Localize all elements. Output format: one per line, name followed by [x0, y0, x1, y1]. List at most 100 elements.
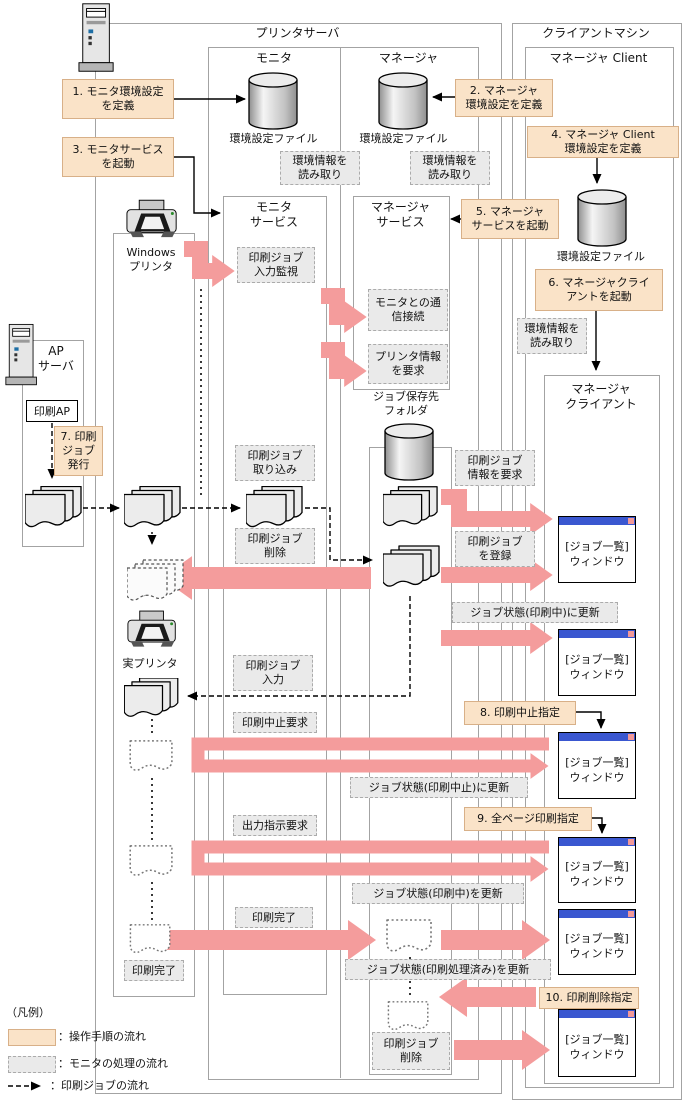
doc-dotted-canceled: [129, 740, 173, 771]
window-close-icon: [628, 1011, 634, 1017]
proc-status-canceled: ジョブ状態(印刷中止)に更新: [350, 777, 528, 798]
arrow-step9-to-window: [592, 817, 607, 834]
proc-connect-monitor: モニタとの通 信接続: [368, 289, 448, 331]
doc-dotted-delete: [387, 1000, 429, 1031]
ap-server-tower-icon: [5, 323, 37, 386]
doc-stack-queue: [124, 486, 181, 528]
pink-arrow-watch-input: [184, 241, 235, 287]
printer-server-title: プリンタサーバ: [255, 26, 340, 40]
window-close-icon: [628, 518, 634, 524]
legend-step-swatch: [8, 1029, 56, 1046]
job-flow-monitor-to-folder: [305, 507, 373, 565]
window-label: [ジョブ一覧] ウィンドウ: [565, 652, 629, 681]
windows-printer-icon: [126, 199, 177, 238]
proc-request-job-info: 印刷ジョブ 情報を要求: [455, 450, 535, 486]
client-machine-title: クライアントマシン: [542, 26, 650, 40]
window-label: [ジョブ一覧] ウィンドウ: [565, 539, 629, 568]
doc-stack-ap: [25, 486, 82, 528]
manager-client-title: マネージャ Client: [549, 51, 648, 65]
client-config-label: 環境設定ファイル: [557, 250, 645, 263]
windows-printer-label: Windows プリンタ: [126, 246, 176, 273]
legend-monitor-swatch: [8, 1056, 56, 1073]
proc-cancel-request: 印刷中止要求: [233, 712, 317, 733]
printer-queue-box: [113, 233, 195, 997]
proc-print-done-left: 印刷完了: [124, 960, 184, 981]
pink-arrow-job-info: [441, 489, 553, 535]
proc-read-env-client: 環境情報を 読み取り: [517, 318, 587, 354]
print-ap-box: 印刷AP: [26, 400, 78, 422]
doc-stack-folder-2: [383, 545, 440, 587]
proc-register-job: 印刷ジョブ を登録: [455, 531, 535, 567]
pink-arrow-request-printer-info: [321, 342, 367, 387]
window-titlebar: [559, 733, 635, 741]
job-list-window-6: [ジョブ一覧] ウィンドウ: [558, 1009, 636, 1077]
doc-stack-real-printer: [124, 678, 179, 717]
manager-client-app-box: [544, 375, 660, 1084]
manager-client-app-title: マネージャ クライアント: [565, 382, 637, 411]
step-7: 7. 印刷 ジョブ 発行: [54, 426, 103, 476]
manager-service-title: マネージャ サービス: [370, 200, 431, 229]
step-5: 5. マネージャ サービスを起動: [461, 199, 559, 239]
step-4: 4. マネージャ Client 環境設定を定義: [527, 126, 679, 158]
doc-dotted-processed: [386, 919, 432, 952]
proc-status-processed: ジョブ状態(印刷処理済み)を更新: [345, 959, 551, 980]
real-printer-label: 実プリンタ: [122, 657, 178, 670]
proc-job-delete: 印刷ジョブ 削除: [235, 528, 315, 564]
window-close-icon: [628, 734, 634, 740]
proc-output-request: 出力指示要求: [233, 815, 317, 836]
proc-read-env-manager: 環境情報を 読み取り: [410, 151, 490, 185]
window-label: [ジョブ一覧] ウィンドウ: [565, 932, 629, 960]
arrow-step3-to-monitor-service: [173, 156, 221, 218]
pink-arrow-cancel-roundtrip: [191, 737, 549, 779]
manager-config-label: 環境設定ファイル: [359, 132, 448, 145]
manager-title: マネージャ: [378, 51, 439, 65]
client-config-db-icon: [577, 189, 627, 247]
pink-arrow-output-roundtrip: [191, 840, 549, 882]
server-tower-icon: [78, 3, 114, 72]
step-8: 8. 印刷中止指定: [464, 701, 576, 725]
job-list-window-4: [ジョブ一覧] ウィンドウ: [558, 837, 636, 903]
job-list-window-3: [ジョブ一覧] ウィンドウ: [558, 732, 636, 799]
monitor-manager-divider: [340, 47, 341, 1078]
doc-stack-monitor: [246, 486, 303, 528]
window-titlebar: [559, 910, 635, 918]
real-printer-icon: [127, 610, 176, 648]
proc-watch-input: 印刷ジョブ 入力監視: [237, 247, 315, 283]
legend-op-flow-label: ：操作手順の流れ: [58, 1030, 146, 1043]
window-label: [ジョブ一覧] ウィンドウ: [565, 860, 629, 888]
monitor-title: モニタ: [255, 51, 292, 65]
window-titlebar: [559, 1010, 635, 1018]
monitor-config-label: 環境設定ファイル: [229, 132, 318, 145]
step-3: 3. モニタサービス を起動: [62, 137, 174, 177]
arrow-step8-to-window: [576, 711, 606, 729]
manager-config-db-icon: [378, 72, 428, 130]
proc-status-printing-wo: ジョブ状態(印刷中)を更新: [352, 883, 524, 904]
pink-arrow-connect-monitor: [321, 288, 367, 333]
proc-job-delete-bottom: 印刷ジョブ 削除: [372, 1032, 450, 1070]
doc-stack-folder-1: [383, 486, 438, 527]
step-2: 2. マネージャ 環境設定を定義: [455, 79, 553, 117]
job-list-window-5: [ジョブ一覧] ウィンドウ: [558, 909, 636, 975]
legend-title: （凡例）: [6, 1006, 50, 1019]
monitor-service-box: [223, 196, 327, 995]
window-close-icon: [628, 911, 634, 917]
doc-dotted-output: [129, 845, 173, 876]
window-label: [ジョブ一覧] ウィンドウ: [565, 1033, 629, 1061]
proc-read-env-monitor: 環境情報を 読み取り: [280, 151, 360, 185]
proc-status-printing-in: ジョブ状態(印刷中)に更新: [452, 602, 618, 623]
ap-server-title: AP サーバ: [38, 344, 74, 373]
proc-job-input: 印刷ジョブ 入力: [233, 655, 313, 691]
proc-job-capture: 印刷ジョブ 取り込み: [235, 445, 315, 481]
proc-request-printer-info: プリンタ情報 を要求: [368, 344, 448, 384]
legend-job-flow-label: ：印刷ジョブの流れ: [50, 1079, 149, 1092]
job-flow-folder-to-real-printer: [187, 596, 411, 701]
job-folder-label: ジョブ保存先 フォルダ: [373, 390, 439, 417]
window-close-icon: [628, 631, 634, 637]
window-close-icon: [628, 839, 634, 845]
job-list-window-1: [ジョブ一覧] ウィンドウ: [558, 516, 636, 583]
manager-service-box: [353, 196, 450, 390]
step-10: 10. 印刷削除指定: [539, 987, 639, 1009]
monitor-config-db-icon: [248, 72, 298, 130]
window-titlebar: [559, 630, 635, 638]
